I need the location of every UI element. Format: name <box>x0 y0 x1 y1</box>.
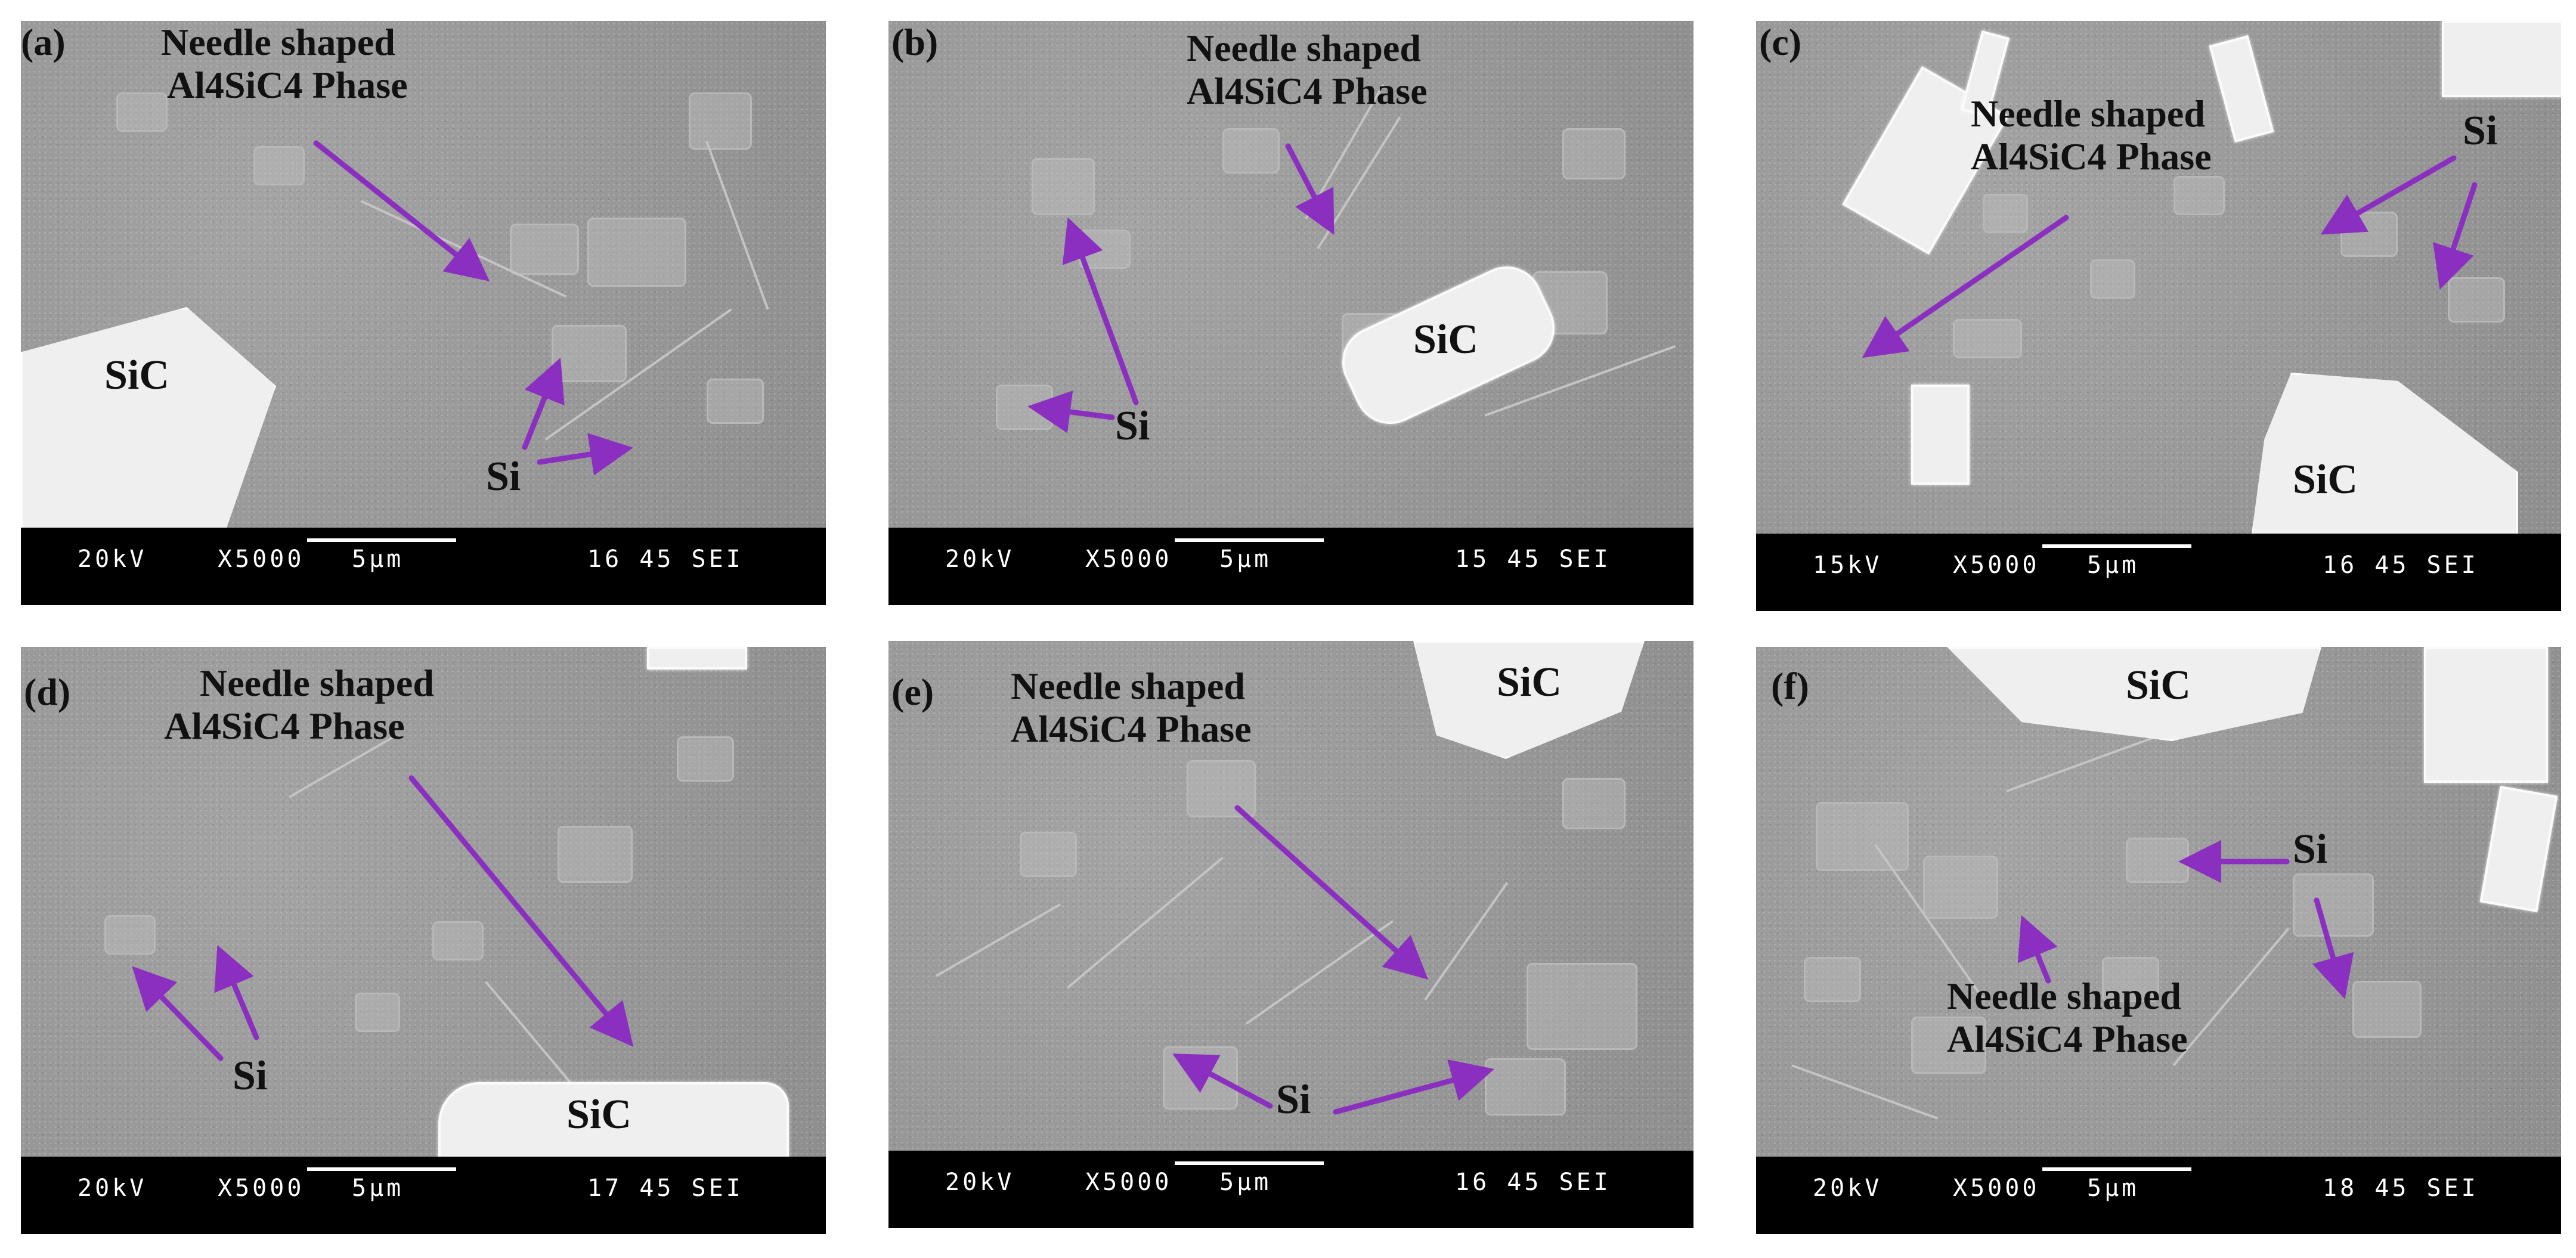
needle-phase-line1: Needle shaped <box>161 21 395 63</box>
image-id-text: 16 45 SEI <box>1455 1169 1611 1196</box>
magnification-text: X5000 <box>1953 1175 2040 1202</box>
scale-text: 5μm <box>352 546 404 573</box>
needle-phase-line1: Needle shaped <box>1011 665 1245 707</box>
scale-text: 5μm <box>352 1175 404 1202</box>
image-id-text: 18 45 SEI <box>2323 1175 2479 1202</box>
scale-text: 5μm <box>2087 551 2140 579</box>
scale-text: 5μm <box>1219 1169 1272 1196</box>
magnification-text: X5000 <box>1953 551 2040 579</box>
sem-panel-d: 20kV X5000 5μm 17 45 SEI (d) Needle shap… <box>21 647 826 1234</box>
micrograph-c <box>1756 21 2561 534</box>
sic-label: SiC <box>1413 317 1478 362</box>
si-arrow <box>537 433 633 476</box>
needle-phase-line2: Al4SiC4 Phase <box>167 64 408 106</box>
image-id-text: 16 45 SEI <box>587 546 744 573</box>
panel-label: (d) <box>24 671 71 713</box>
needle-arrow <box>408 775 634 1047</box>
magnification-text: X5000 <box>1085 1169 1172 1196</box>
voltage-text: 15kV <box>1813 551 1883 579</box>
scale-text: 5μm <box>1219 546 1272 573</box>
sem-panel-a: 20kV X5000 5μm 16 45 SEI (a) Needle shap… <box>21 21 826 605</box>
needle-phase-line2: Al4SiC4 Phase <box>1971 135 2212 178</box>
si-label: Si <box>1115 403 1150 449</box>
si-label: Si <box>2463 108 2498 154</box>
needle-arrow <box>2017 915 2058 984</box>
needle-arrow <box>1285 143 1335 235</box>
scale-bar: 20kV X5000 5μm 18 45 SEI <box>1756 1157 2561 1234</box>
panel-label: (e) <box>891 671 934 713</box>
needle-arrow <box>1862 215 2069 358</box>
si-arrow <box>132 966 224 1061</box>
needle-phase-line1: Needle shaped <box>1971 92 2205 135</box>
sic-label: SiC <box>1497 659 1562 705</box>
micrograph-e <box>888 641 1693 1151</box>
magnification-text: X5000 <box>1085 546 1172 573</box>
scale-bar: 20kV X5000 5μm 17 45 SEI <box>21 1157 826 1234</box>
si-arrow <box>214 945 259 1040</box>
sem-panel-e: 20kV X5000 5μm 16 45 SEI (e) Needle shap… <box>888 641 1693 1228</box>
sic-particle <box>438 1082 789 1157</box>
scale-text: 5μm <box>2087 1175 2140 1202</box>
sic-label: SiC <box>104 352 169 398</box>
panel-label: (a) <box>21 21 66 63</box>
image-id-text: 16 45 SEI <box>2323 551 2479 579</box>
image-id-text: 15 45 SEI <box>1455 546 1611 573</box>
sic-label: SiC <box>2293 457 2358 503</box>
sem-panel-b: 20kV X5000 5μm 15 45 SEI (b) Needle shap… <box>888 21 1693 605</box>
needle-phase-line2: Al4SiC4 Phase <box>1187 70 1428 112</box>
scale-bar: 20kV X5000 5μm 16 45 SEI <box>888 1151 1693 1228</box>
needle-phase-line1: Needle shaped <box>200 662 434 704</box>
magnification-text: X5000 <box>218 1175 305 1202</box>
scale-bar: 15kV X5000 5μm 16 45 SEI <box>1756 534 2561 611</box>
image-id-text: 17 45 SEI <box>587 1175 744 1202</box>
scale-bar: 20kV X5000 5μm 16 45 SEI <box>21 528 826 605</box>
needle-arrow <box>1234 805 1429 980</box>
si-arrow <box>2312 897 2354 999</box>
voltage-text: 20kV <box>1813 1175 1883 1202</box>
voltage-text: 20kV <box>945 546 1015 573</box>
si-label: Si <box>233 1053 268 1099</box>
needle-arrow <box>313 140 490 281</box>
micrograph-a <box>21 21 826 528</box>
si-arrow <box>2433 182 2478 290</box>
needle-phase-line2: Al4SiC4 Phase <box>1011 708 1252 750</box>
needle-phase-line2: Al4SiC4 Phase <box>1947 1018 2188 1060</box>
panel-label: (f) <box>1771 665 1809 707</box>
si-label: Si <box>2293 826 2328 872</box>
si-label: Si <box>486 454 521 500</box>
needle-phase-line1: Needle shaped <box>1947 975 2181 1017</box>
magnification-text: X5000 <box>218 546 305 573</box>
panel-label: (b) <box>891 21 939 63</box>
voltage-text: 20kV <box>945 1169 1015 1196</box>
si-arrow <box>1172 1054 1273 1109</box>
voltage-text: 20kV <box>78 1175 147 1202</box>
micrograph-d <box>21 647 826 1157</box>
si-arrow <box>1333 1059 1495 1115</box>
si-arrow <box>1062 217 1139 405</box>
sic-label: SiC <box>566 1092 631 1138</box>
needle-phase-line2: Al4SiC4 Phase <box>164 705 405 747</box>
sem-panel-f: 20kV X5000 5μm 18 45 SEI (f) Needle shap… <box>1756 647 2561 1234</box>
si-arrow <box>2320 155 2457 235</box>
si-arrow <box>1027 391 1115 433</box>
voltage-text: 20kV <box>78 546 147 573</box>
sic-label: SiC <box>2126 662 2191 708</box>
needle-phase-line1: Needle shaped <box>1187 27 1421 69</box>
panel-label: (c) <box>1759 21 1802 63</box>
micrograph-f <box>1756 647 2561 1157</box>
scale-bar: 20kV X5000 5μm 15 45 SEI <box>888 528 1693 605</box>
sem-panel-c: 15kV X5000 5μm 16 45 SEI (c) Needle shap… <box>1756 21 2561 611</box>
si-arrow <box>522 357 565 450</box>
si-label: Si <box>1276 1077 1311 1123</box>
micrograph-b <box>888 21 1693 528</box>
